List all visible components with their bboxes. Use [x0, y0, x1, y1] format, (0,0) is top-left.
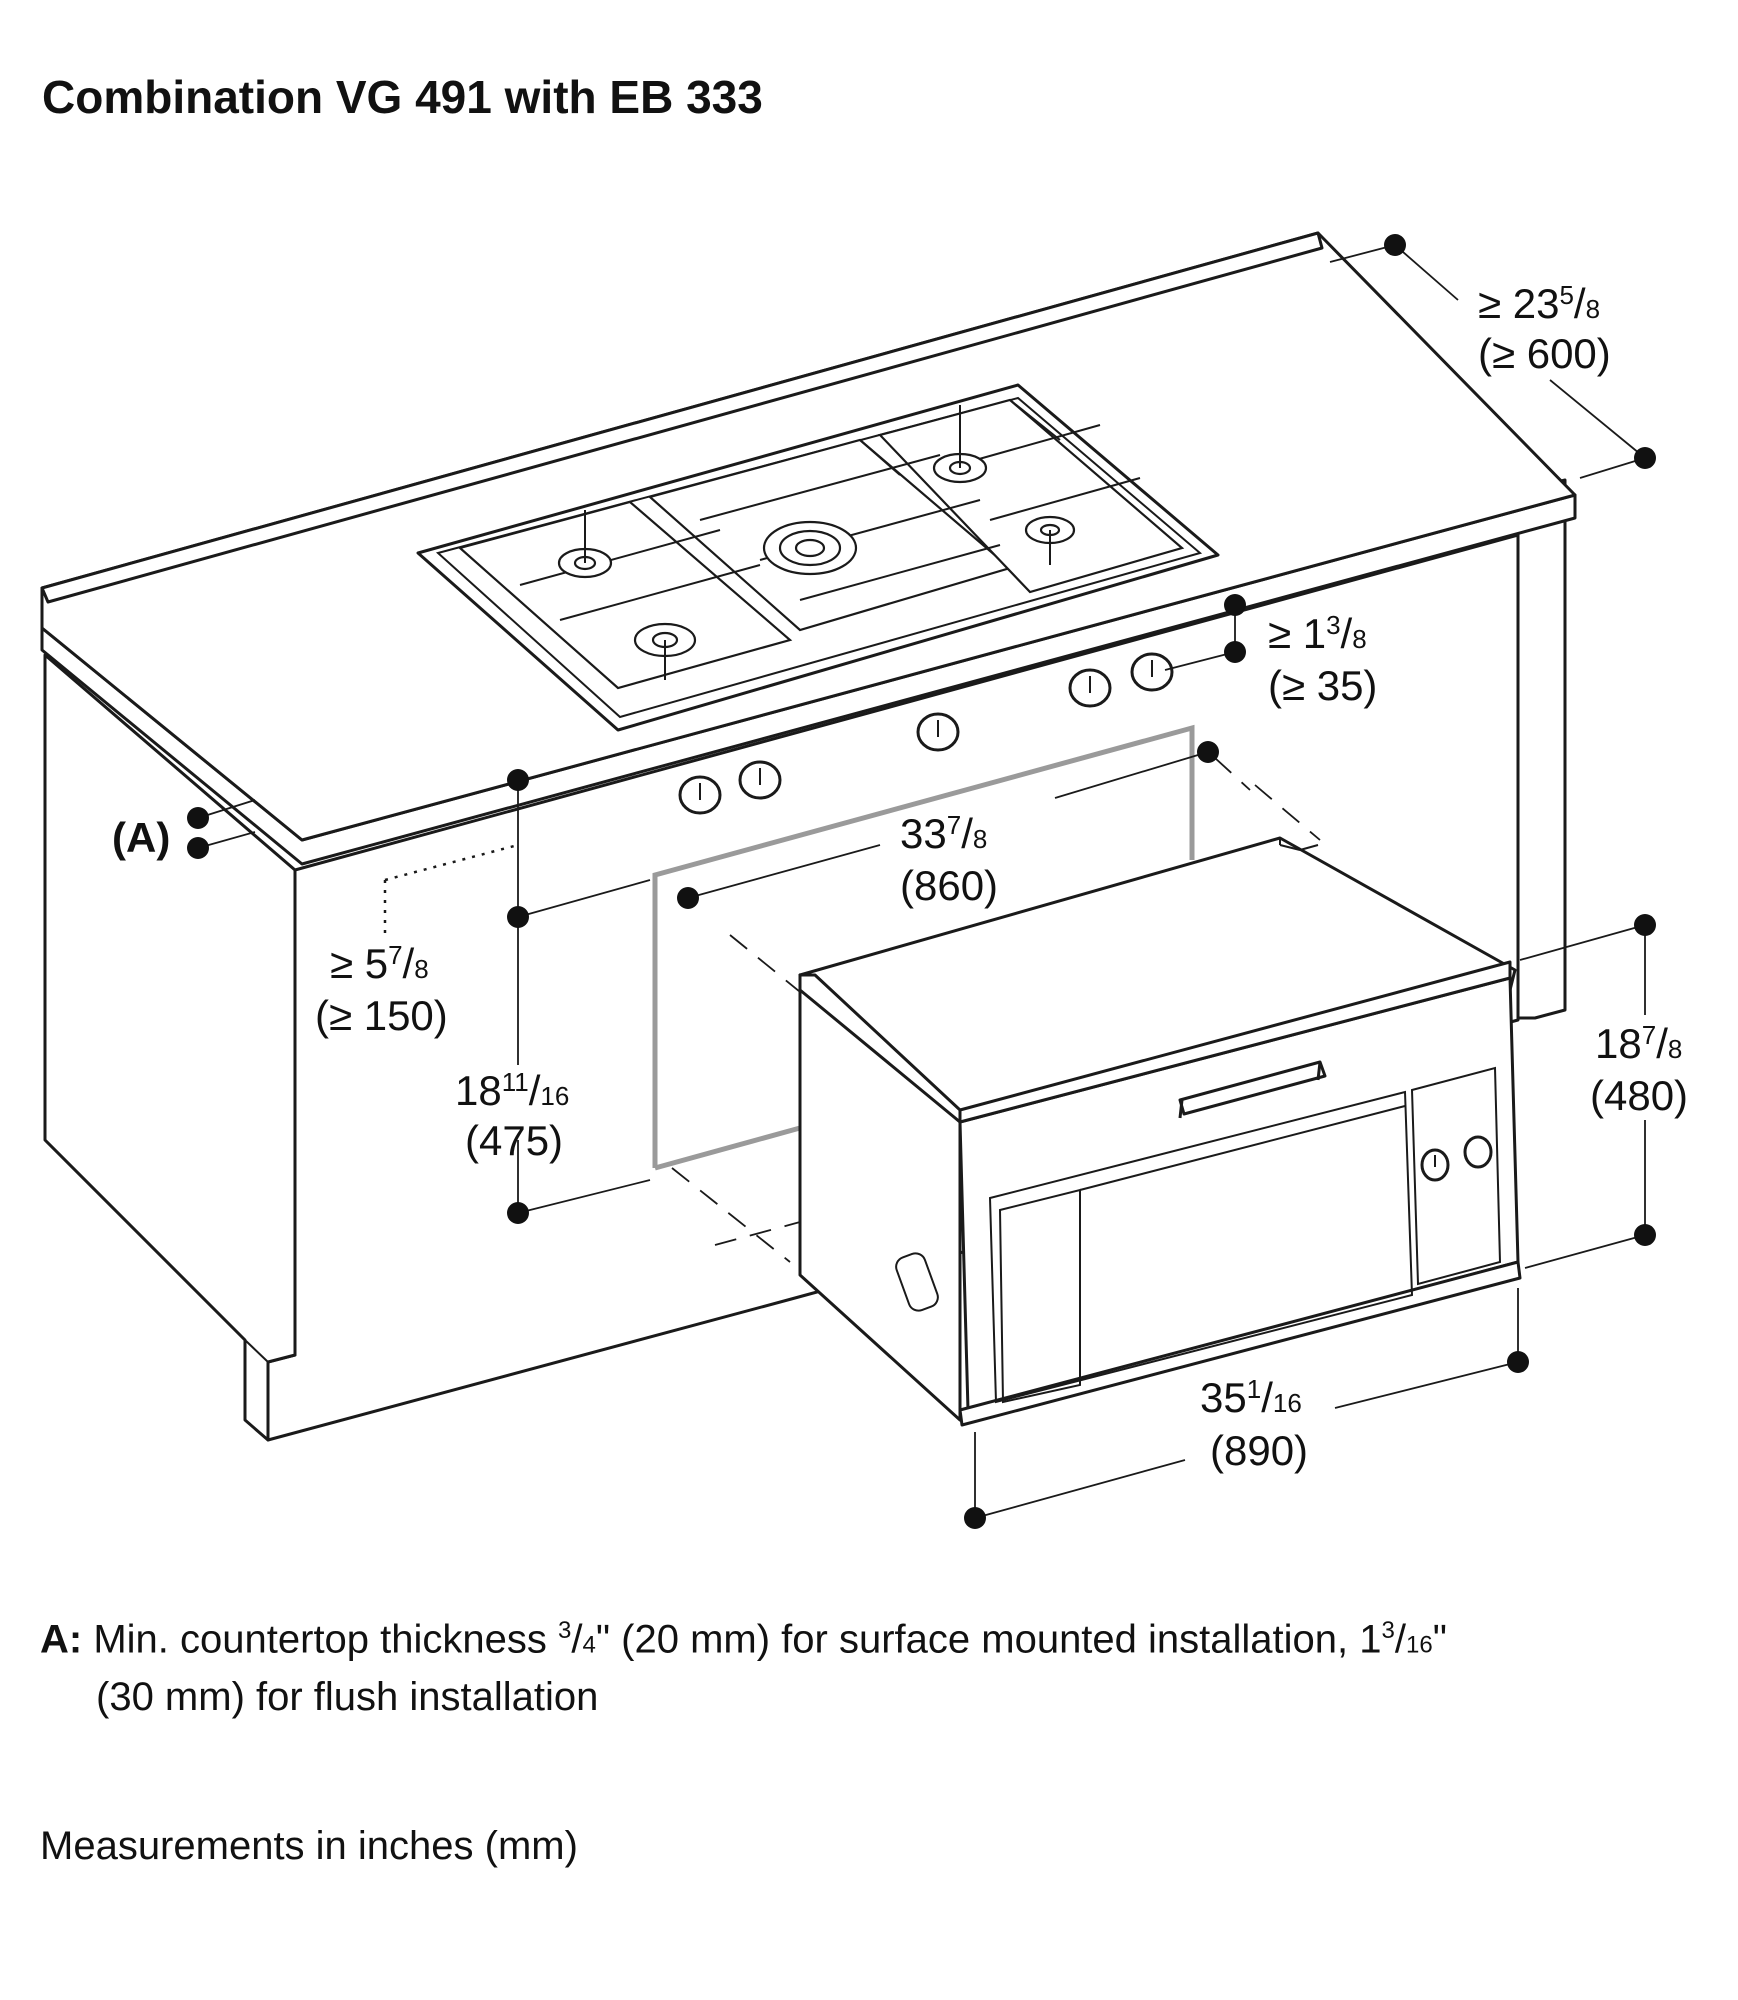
note-a-line2: (30 mm) for flush installation [96, 1675, 599, 1720]
note-a-text2: " (20 mm) for surface mounted installati… [595, 1617, 1382, 1662]
grate-left [457, 500, 793, 690]
knob-3[interactable] [916, 712, 960, 752]
note-a: A: Min. countertop thickness 3/4" (20 mm… [40, 1605, 1700, 1723]
knob-4[interactable] [1068, 668, 1112, 708]
knob-5[interactable] [1130, 652, 1174, 692]
dim-width-cutout-in: 337/8 [900, 810, 987, 857]
gas-cooktop [416, 383, 1220, 732]
dim-depth-mm: (≥ 600) [1478, 330, 1611, 377]
dim-oven-width-mm: (890) [1210, 1427, 1308, 1474]
dim-min-below-mm: (≥ 150) [315, 992, 448, 1039]
installation-diagram: ≥ 235/8 (≥ 600) ≥ 13/8 (≥ 35) (A) 337/8 … [40, 231, 1688, 1529]
dim-top-clear-mm: (≥ 35) [1268, 662, 1377, 709]
oven-knob-2[interactable] [1463, 1135, 1493, 1169]
dim-min-below-in: ≥ 57/8 [330, 940, 429, 987]
cooktop-knobs [678, 652, 1174, 815]
page-title: Combination VG 491 with EB 333 [42, 71, 763, 123]
dim-width-cutout-mm: (860) [900, 862, 998, 909]
dim-top-clear-in: ≥ 13/8 [1268, 610, 1367, 657]
dim-oven-height-mm: (480) [1590, 1072, 1688, 1119]
dim-oven-width-in: 351/16 [1200, 1374, 1302, 1421]
dimension-labels: ≥ 235/8 (≥ 600) ≥ 13/8 (≥ 35) (A) 337/8 … [112, 280, 1688, 1474]
built-in-oven [798, 836, 1522, 1427]
grate-right [877, 398, 1185, 594]
dim-height-cutout-in: 1811/16 [455, 1067, 569, 1114]
note-a-label: A: [40, 1617, 83, 1662]
knob-2[interactable] [738, 760, 782, 800]
oven-knob-1[interactable] [1420, 1148, 1450, 1182]
dim-depth-in: ≥ 235/8 [1478, 280, 1600, 327]
oven-cutout [652, 724, 1321, 1263]
oven-handle[interactable] [1178, 1060, 1327, 1119]
knob-1[interactable] [678, 775, 722, 815]
note-a-text1: Min. countertop thickness [93, 1617, 559, 1662]
dim-oven-height-in: 187/8 [1595, 1020, 1682, 1067]
label-a: (A) [112, 814, 170, 861]
dimension-lines [187, 234, 1656, 1529]
units-note: Measurements in inches (mm) [40, 1824, 578, 1868]
dim-height-cutout-mm: (475) [465, 1117, 563, 1164]
